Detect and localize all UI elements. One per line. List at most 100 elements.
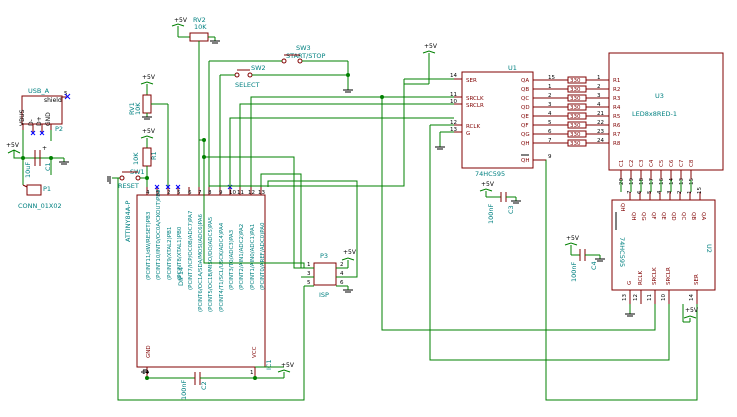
rbank-right-pin: 24 bbox=[597, 138, 604, 144]
rbank-value: 330 bbox=[570, 105, 581, 111]
svg-text:(PCINT4/T1/SCL/USCK/ADC4)PA4: (PCINT4/T1/SCL/USCK/ADC4)PA4 bbox=[219, 222, 225, 312]
ic1-part: ATTINY84A-P bbox=[124, 201, 132, 242]
svg-text:+5V: +5V bbox=[566, 235, 580, 242]
svg-text:GND: GND bbox=[45, 112, 52, 126]
u3-ref: U3 bbox=[655, 92, 664, 100]
u3-row-label: R5 bbox=[613, 114, 621, 120]
u2-top-pin: 4 bbox=[657, 190, 663, 194]
svg-text:10: 10 bbox=[229, 190, 236, 196]
svg-text:SRCLK: SRCLK bbox=[466, 96, 484, 102]
c1-ref: C1 bbox=[44, 162, 52, 171]
ic1-ref: IC1 bbox=[265, 359, 273, 370]
u2-bottom-wires: +5V bbox=[625, 304, 699, 323]
svg-text:11: 11 bbox=[450, 92, 457, 98]
svg-text:+5V: +5V bbox=[142, 74, 156, 81]
u3-col-label: C3 bbox=[639, 159, 645, 167]
u2-top-pin: 15 bbox=[697, 187, 703, 194]
svg-text:8: 8 bbox=[208, 190, 212, 196]
svg-text:5: 5 bbox=[307, 280, 311, 286]
svg-text:QE: QE bbox=[521, 114, 529, 120]
svg-text:13: 13 bbox=[450, 127, 457, 133]
c3-capacitor[interactable]: +5V 100nF C3 bbox=[479, 181, 521, 224]
u2-top-pin: 2 bbox=[677, 191, 683, 195]
sw1-reset[interactable]: SW1 RESET bbox=[107, 168, 147, 190]
svg-text:10K: 10K bbox=[134, 102, 142, 115]
u3-row-label: R1 bbox=[613, 78, 620, 84]
svg-text:RESET: RESET bbox=[118, 182, 139, 190]
rbank-value: 330 bbox=[570, 123, 581, 129]
u1-part: 74HC595 bbox=[475, 170, 505, 178]
u2-top-label: QD bbox=[670, 212, 676, 221]
u2-bot-pin: 13 bbox=[622, 294, 628, 301]
u3-col-pin: 16 bbox=[659, 178, 665, 185]
u2-top-label: QA bbox=[700, 212, 706, 220]
rv2-potentiometer[interactable]: +5V RV2 10K bbox=[171, 16, 220, 187]
rv2-value: 10K bbox=[194, 23, 207, 31]
conn-p1-c1[interactable]: +5V + 10uF C1 P1 CONN_01X02 bbox=[6, 142, 69, 210]
svg-text:3: 3 bbox=[307, 271, 311, 277]
u3-col-label: C7 bbox=[679, 159, 685, 167]
rbank-right-pin: 1 bbox=[597, 75, 601, 81]
svg-text:+5V: +5V bbox=[481, 181, 495, 188]
svg-text:9: 9 bbox=[219, 190, 223, 196]
rv2-ref: RV2 bbox=[193, 16, 206, 24]
svg-text:QF: QF bbox=[521, 123, 529, 129]
svg-text:7: 7 bbox=[198, 190, 202, 196]
svg-text:(PCINT0/AREF/ADC0)PA0: (PCINT0/AREF/ADC0)PA0 bbox=[260, 222, 266, 290]
svg-text:SER: SER bbox=[466, 78, 477, 84]
rbank-left-pin: 7 bbox=[548, 138, 552, 144]
svg-text:QH: QH bbox=[521, 158, 529, 164]
u1-ref: U1 bbox=[508, 64, 517, 72]
usb-connector-p2[interactable]: USB_A shield VBUS D- D+ GND P2 5 bbox=[19, 87, 71, 145]
u2-bot-pin: 11 bbox=[647, 294, 653, 301]
svg-text:6: 6 bbox=[188, 190, 192, 196]
u3-col-pin: 19 bbox=[629, 178, 635, 185]
p1-ref: P1 bbox=[43, 185, 51, 193]
rbank-value: 330 bbox=[570, 96, 581, 102]
svg-text:(PCINT1/AIN0/ADC1)PA1: (PCINT1/AIN0/ADC1)PA1 bbox=[250, 224, 256, 290]
rbank-right-pin: 2 bbox=[597, 84, 601, 90]
svg-text:100nF: 100nF bbox=[180, 379, 188, 400]
c4-capacitor[interactable]: +5V 100nF C4 bbox=[564, 235, 605, 282]
rbank-right-pin: 23 bbox=[597, 129, 604, 135]
rv1-potentiometer[interactable]: +5V RV1 10K bbox=[128, 74, 169, 187]
p3-isp-header[interactable]: P3 1 2 3 4 5 6 ISP +5V bbox=[307, 249, 357, 299]
rbank-left-pin: 2 bbox=[548, 93, 552, 99]
sw3-start-stop[interactable]: SW3 START/STOP bbox=[209, 44, 353, 93]
u2-bot-label: RCLK bbox=[638, 271, 644, 285]
u2-top-pin: 5 bbox=[647, 190, 653, 194]
svg-text:(PCINT5/OC1B/MISO/DO/ADC5)PA5: (PCINT5/OC1B/MISO/DO/ADC5)PA5 bbox=[208, 216, 214, 312]
svg-text:SELECT: SELECT bbox=[235, 81, 259, 89]
ic1-attiny84[interactable]: ATTINY84A-P DIP14 GND VCC IC1 4 3 2 5 6 … bbox=[124, 184, 273, 378]
svg-text:START/STOP: START/STOP bbox=[286, 52, 325, 60]
svg-text:(PCINT3/T0/ADC3)PA3: (PCINT3/T0/ADC3)PA3 bbox=[229, 229, 235, 290]
svg-text:2: 2 bbox=[340, 262, 344, 268]
u2-top-pin: 3 bbox=[667, 190, 673, 194]
svg-text:D+: D+ bbox=[36, 116, 43, 126]
u2-74hc595[interactable]: U2 74HC595 QH 7QH6QG5QF4QE3QD2QC1QB15QA … bbox=[611, 187, 716, 304]
u2-bot-pin: 10 bbox=[661, 294, 667, 301]
u3-row-label: R8 bbox=[613, 141, 621, 147]
svg-text:SW3: SW3 bbox=[296, 44, 311, 52]
u3-row-label: R7 bbox=[613, 132, 621, 138]
svg-text:(PCINT7/ICP/OC0B/ADC7)PA7: (PCINT7/ICP/OC0B/ADC7)PA7 bbox=[188, 210, 194, 290]
usb-id: P2 bbox=[55, 125, 63, 133]
svg-text:5: 5 bbox=[64, 91, 68, 97]
u2-top-pin: 7 bbox=[627, 190, 633, 194]
svg-text:P3: P3 bbox=[320, 252, 328, 260]
svg-text:14: 14 bbox=[450, 73, 457, 79]
svg-text:ISP: ISP bbox=[319, 291, 329, 299]
svg-text:D-: D- bbox=[28, 119, 35, 126]
u1-74hc595[interactable]: U1 74HC595 +5V 14 SER 11 SRCLK 10 SRCLR … bbox=[382, 43, 552, 178]
sw2-select[interactable]: SW2 SELECT bbox=[220, 64, 348, 89]
u2-bot-label: SER bbox=[694, 274, 700, 285]
u2-top-label: QC bbox=[680, 212, 686, 220]
c2-capacitor[interactable]: 100nF C2 +5V bbox=[141, 362, 295, 400]
svg-text:QH: QH bbox=[619, 203, 625, 211]
